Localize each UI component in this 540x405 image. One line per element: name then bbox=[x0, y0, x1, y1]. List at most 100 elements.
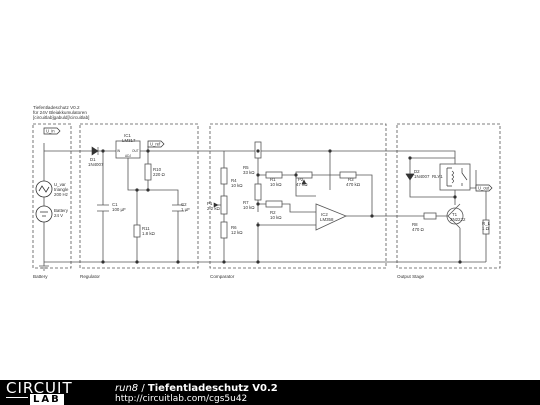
junction bbox=[146, 149, 150, 153]
d2-ref: D2 bbox=[414, 169, 420, 174]
net-label-u-in: U_in bbox=[46, 129, 55, 134]
net-label-u-out: U_out bbox=[478, 186, 490, 191]
junction bbox=[408, 156, 412, 160]
c2-ref: C2 bbox=[181, 202, 187, 207]
r11-ref: R11 bbox=[142, 226, 150, 231]
junction bbox=[101, 260, 105, 264]
logo-trace-line bbox=[6, 397, 28, 398]
relay-ref: RLY1 bbox=[432, 174, 443, 179]
c1-value: 100 µF bbox=[112, 207, 126, 212]
circuit-url[interactable]: http://circuitlab.com/cgs5u42 bbox=[115, 394, 248, 404]
junction bbox=[256, 149, 260, 153]
r2-body bbox=[265, 200, 283, 208]
footer-bar: CIRCUIT LAB run8 / Tiefentladeschutz V0.… bbox=[0, 380, 540, 405]
ic2-triangle bbox=[315, 203, 348, 231]
ic1-pin-out: OUT bbox=[132, 149, 139, 153]
junction bbox=[370, 214, 374, 218]
net-flag-u-in bbox=[43, 127, 61, 135]
net-flag-u-ref bbox=[147, 140, 165, 148]
header-line-2: für 24V Bleiakkumulatoren bbox=[33, 110, 87, 115]
relay-coil bbox=[446, 167, 454, 187]
battery-ref: Battery bbox=[54, 208, 69, 213]
r7-ref: R7 bbox=[243, 200, 249, 205]
junction bbox=[222, 260, 226, 264]
battery-plates bbox=[40, 211, 48, 217]
r2-ref: R2 bbox=[270, 210, 276, 215]
p2-wiper-arrow bbox=[301, 179, 307, 185]
title-separator: / bbox=[138, 383, 148, 394]
p1-body bbox=[220, 195, 228, 215]
regulator-section-box bbox=[79, 123, 199, 269]
junction bbox=[256, 223, 260, 227]
r4-value: 10 kΩ bbox=[231, 183, 243, 188]
junction bbox=[256, 202, 260, 206]
junction bbox=[135, 260, 139, 264]
junction bbox=[458, 260, 462, 264]
ic1-pin-adj: ADJ bbox=[125, 154, 131, 158]
header-line-1: Tiefentladeschutz V0.2 bbox=[33, 105, 80, 110]
t1-circle bbox=[446, 207, 464, 225]
ic2-value: LM358 bbox=[320, 217, 334, 222]
c1-plates bbox=[97, 204, 109, 212]
junction bbox=[328, 149, 332, 153]
d1-value: 1N4007 bbox=[88, 162, 104, 167]
ic1-pin-in: IN bbox=[117, 149, 121, 153]
wire-top-rail bbox=[44, 142, 456, 190]
circuitlab-logo[interactable]: CIRCUIT LAB bbox=[6, 381, 92, 405]
c1-ref: C1 bbox=[112, 202, 118, 207]
r10-value: 220 Ω bbox=[153, 172, 166, 177]
source-shape: triangle bbox=[54, 187, 69, 192]
r1-ref: R1 bbox=[270, 177, 276, 182]
source-frequency: 200 Hz bbox=[54, 192, 68, 197]
r8-ref: R8 bbox=[412, 222, 418, 227]
comparator-section-box bbox=[209, 123, 387, 269]
r3-ref: R3 bbox=[348, 177, 354, 182]
t1-ref: T1 bbox=[452, 212, 458, 217]
r2-value: 10 kΩ bbox=[270, 215, 282, 220]
junction bbox=[256, 260, 260, 264]
r6-ref: R6 bbox=[231, 225, 237, 230]
r7-body bbox=[254, 183, 262, 201]
r10-ref: R10 bbox=[153, 167, 162, 172]
ic1-body bbox=[115, 140, 141, 159]
battery-section-box bbox=[32, 123, 72, 269]
header-line-3: [circuitlab]gabuld[/circuitlab] bbox=[33, 115, 89, 120]
r8-value: 470 Ω bbox=[412, 227, 425, 232]
r1-value: 10 kΩ bbox=[270, 182, 282, 187]
section-label-output: Output Stage bbox=[397, 274, 425, 279]
r11-body bbox=[133, 224, 141, 238]
r6-body bbox=[220, 221, 228, 239]
r6-value: 12 kΩ bbox=[231, 230, 243, 235]
r3-body bbox=[339, 171, 357, 179]
p1-value: 2.2 kΩ bbox=[207, 206, 221, 211]
p2-ref: P2 bbox=[298, 177, 304, 182]
d1-ref: D1 bbox=[90, 157, 96, 162]
battery-voltage: 24 V bbox=[54, 213, 63, 218]
junction bbox=[453, 195, 457, 199]
junction bbox=[256, 173, 260, 177]
ic1-value: LM317 bbox=[122, 138, 136, 143]
r5-value: 33 kΩ bbox=[243, 170, 255, 175]
rl-body bbox=[482, 219, 490, 235]
section-label-battery: Battery bbox=[33, 274, 48, 279]
relay-body bbox=[439, 163, 471, 191]
p2-value: 47 kΩ bbox=[296, 182, 308, 187]
p1-wiper-arrow bbox=[213, 202, 219, 208]
logo-text-bottom: LAB bbox=[30, 394, 64, 405]
r8-body bbox=[423, 212, 437, 220]
net-flag-u-out bbox=[475, 184, 493, 192]
r3-value: 470 kΩ bbox=[346, 182, 361, 187]
author-link[interactable]: run8 bbox=[115, 383, 139, 394]
r4-ref: R4 bbox=[231, 178, 237, 183]
junction bbox=[176, 260, 180, 264]
junction bbox=[101, 149, 105, 153]
relay-switch bbox=[461, 168, 468, 186]
battery-symbol bbox=[35, 205, 53, 223]
logo-text-top: CIRCUIT bbox=[6, 379, 73, 397]
d2-diode-triangle bbox=[405, 173, 415, 181]
t1-value: 2N2222 bbox=[450, 217, 466, 222]
net-label-u-ref: U_ref bbox=[150, 142, 161, 147]
r7-value: 10 kΩ bbox=[243, 205, 255, 210]
circuit-title[interactable]: Tiefentladeschutz V0.2 bbox=[147, 383, 278, 394]
